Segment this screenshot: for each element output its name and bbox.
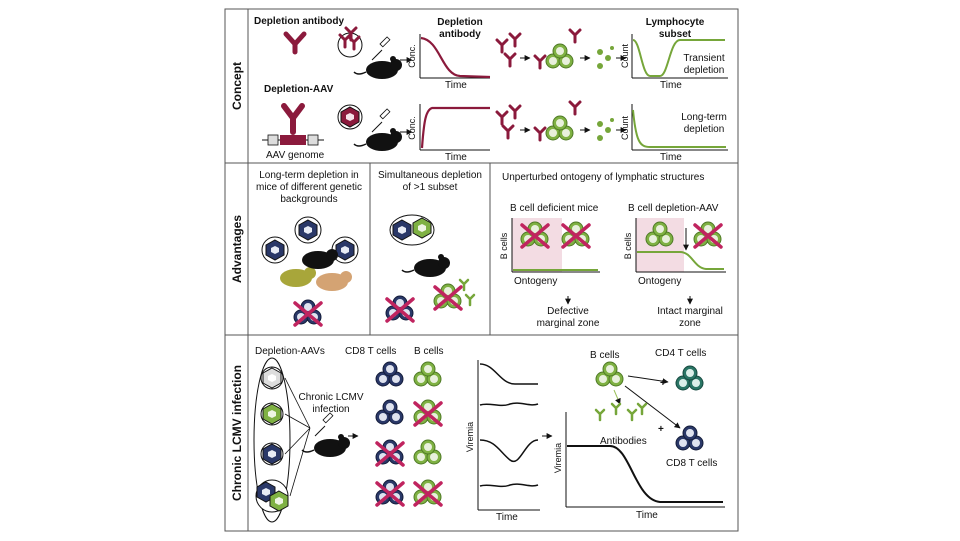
time-axis-label: Time [660,80,682,91]
conc-axis-label: Conc. [407,116,417,140]
long-term-depletion-label: Long-term depletion [681,112,727,135]
col-lymphocyte-subset-heading: Lymphocyte subset [645,17,705,40]
viremia-axis-label-main: Viremia [553,442,563,474]
genetic-backgrounds-illustration [261,216,359,327]
time-axis-label: Time [445,80,467,91]
aav-vial-icon [337,104,363,130]
antibodies-label: Antibodies [600,436,647,447]
cd8-t-cells-right-label: CD8 T cells [666,458,718,469]
antibody-vial-icon [337,26,363,58]
ontogeny-axis-label: Ontogeny [638,276,682,287]
depletion-aav-label: Depletion-AAV [264,84,334,95]
aav-genome-icon [262,103,324,146]
time-axis-label-small: Time [496,512,518,523]
depletion-aavs-label: Depletion-AAVs [255,346,325,357]
conc-axis-label: Conc. [407,44,417,68]
antibody-icon [283,31,307,55]
ontogeny-title: Unperturbed ontogeny of lymphatic struct… [502,172,705,183]
genetic-backgrounds-text: Long-term depletion in mice of different… [256,170,362,205]
intact-marginal-zone-label: Intact marginal zone [657,306,723,329]
conc-graph-antibody [419,34,491,79]
section-label-concept: Concept [230,62,244,110]
b-cell-depletion-aav-label: B cell depletion-AAV [628,203,719,214]
b-cells-axis-label: B cells [623,232,633,260]
depletion-aavs-illustration [253,357,359,523]
lymphocyte-cluster [546,44,573,68]
plus-sign-1: + [660,378,666,389]
cd4-t-cells-label: CD4 T cells [655,348,707,359]
count-graph-transient [631,34,728,79]
chronic-cell-grid [375,362,443,507]
conc-graph-aav [419,104,490,151]
b-cells-right-label: B cells [590,350,620,361]
b-cells-column-label: B cells [414,346,444,357]
time-axis-label: Time [445,152,467,163]
chronic-lcmv-infection-label: Chronic LCMV infection [298,392,364,415]
section-label-advantages: Advantages [230,214,244,284]
count-axis-label: Count [620,43,630,69]
viremia-mini-graphs [477,360,553,511]
viremia-main-graph [565,362,725,508]
depletion-antibody-label: Depletion antibody [254,16,344,27]
col-depletion-antibody-heading: Depletion antibody [437,17,483,40]
time-axis-label-main: Time [636,510,658,521]
simultaneous-text: Simultaneous depletion of >1 subset [378,170,482,193]
count-axis-label: Count [620,115,630,141]
mouse-icon [353,55,403,80]
count-graph-long-term [631,104,728,151]
outer-frame [224,8,739,532]
ontogeny-graph-deficient [511,218,600,305]
b-cell-deficient-label: B cell deficient mice [510,203,599,214]
transient-depletion-label: Transient depletion [683,53,725,76]
aav-genome-label: AAV genome [266,150,325,161]
viremia-axis-label-small: Viremia [465,421,475,453]
simultaneous-illustration [385,214,476,323]
ontogeny-axis-label: Ontogeny [514,276,558,287]
time-axis-label: Time [660,152,682,163]
defective-marginal-zone-label: Defective marginal zone [536,306,600,329]
b-cells-axis-label: B cells [499,232,509,260]
cd8-t-cells-column-label: CD8 T cells [345,346,397,357]
ontogeny-graph-aav [635,218,726,305]
section-label-chronic: Chronic LCMV infection [230,365,244,501]
plus-sign-2: + [658,424,664,435]
